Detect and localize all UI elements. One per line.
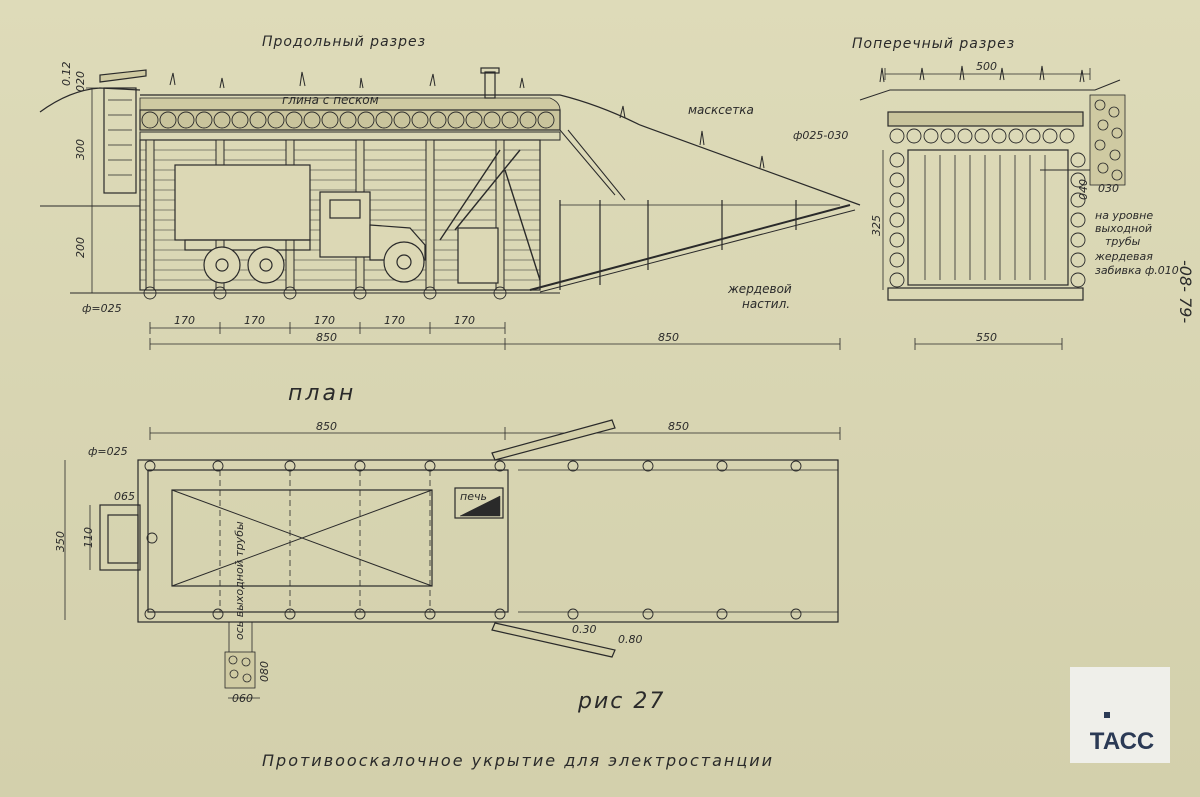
- dim-d030: 030: [1098, 182, 1119, 195]
- generator-truck: [174, 164, 426, 284]
- dim-h325: 325: [870, 215, 883, 236]
- dim-w550: 550: [976, 331, 997, 344]
- stone-fill: [1089, 94, 1126, 186]
- watermark-mark: [1104, 712, 1110, 718]
- dim-s170-3: 170: [314, 314, 335, 327]
- label-clay-sand: глина с песком: [282, 93, 379, 107]
- label-diameter-cross: ф025-030: [793, 129, 848, 142]
- dim-r030: 0.30: [572, 623, 597, 636]
- air-shaft: [99, 69, 147, 194]
- ramp: [529, 129, 856, 293]
- dim-s170-4: 170: [384, 314, 405, 327]
- dim-len850-a: 850: [316, 331, 337, 344]
- label-pole-fill-1: жердевая: [1094, 250, 1153, 263]
- exhaust-pipe: [480, 67, 500, 99]
- dim-r080: 0.80: [618, 633, 643, 646]
- label-pole-floor-2: настил.: [742, 297, 790, 311]
- longitudinal-dimensions: [86, 87, 841, 350]
- dim-h200: 200: [74, 237, 87, 258]
- label-pole-floor-1: жердевой: [727, 282, 792, 296]
- watermark-text: ТАСС: [1089, 728, 1155, 755]
- roof-logs: [141, 111, 555, 129]
- title-plan: план: [288, 381, 356, 406]
- label-pipe-level-3: трубы: [1105, 235, 1141, 248]
- shelter-body: [139, 139, 541, 291]
- figure-label: рис 27: [577, 689, 665, 714]
- cross-interior: [907, 149, 1069, 286]
- label-pole-fill-2: забивка ф.010: [1095, 264, 1179, 277]
- stove: [457, 227, 499, 284]
- dim-len850-c: 850: [316, 420, 337, 433]
- title-cross: Поперечный разрез: [852, 36, 1015, 52]
- dim-len850-d: 850: [668, 420, 689, 433]
- plan-logs: [144, 460, 802, 620]
- title-longitudinal: Продольный разрез: [262, 34, 426, 50]
- label-pipe-level-2: выходной: [1095, 222, 1152, 235]
- watermark-box: [1070, 667, 1170, 763]
- dim-h300: 300: [74, 139, 87, 160]
- grass-line: [39, 87, 861, 206]
- log-roof: [139, 109, 561, 131]
- plan-stone-pit: [224, 651, 256, 689]
- dim-d025-b: ф=025: [88, 445, 128, 458]
- dim-d012: 0.12: [60, 62, 73, 87]
- side-note: -08- 79-: [1176, 260, 1195, 323]
- dim-p080: 080: [258, 661, 271, 682]
- label-pipe-level-1: на уровне: [1095, 209, 1153, 222]
- cross-section: [859, 65, 1126, 350]
- dim-s170-2: 170: [244, 314, 265, 327]
- dim-p065: 065: [114, 490, 135, 503]
- dim-s170-5: 170: [454, 314, 475, 327]
- dim-p110: 110: [82, 527, 95, 548]
- caption: Противооскалочное укрытие для электроста…: [262, 751, 774, 770]
- dim-d040: 040: [1077, 179, 1090, 200]
- plan-view: [64, 419, 841, 699]
- plan-stove: [454, 487, 504, 519]
- dim-w500: 500: [976, 60, 997, 73]
- dim-p060: 060: [232, 692, 253, 705]
- longitudinal-section: [39, 67, 861, 350]
- dim-d020: 020: [74, 71, 87, 92]
- dim-d025-a: ф=025: [82, 302, 122, 315]
- dim-len850-b: 850: [658, 331, 679, 344]
- label-stove: печь: [460, 490, 487, 503]
- label-exhaust-axis: ось выходной трубы: [233, 521, 246, 640]
- label-maskset: масксетка: [688, 103, 754, 117]
- dim-s170-1: 170: [174, 314, 195, 327]
- dim-p350: 350: [54, 531, 67, 552]
- drawing-text: Продольный разрез Поперечный разрез план…: [54, 34, 1195, 770]
